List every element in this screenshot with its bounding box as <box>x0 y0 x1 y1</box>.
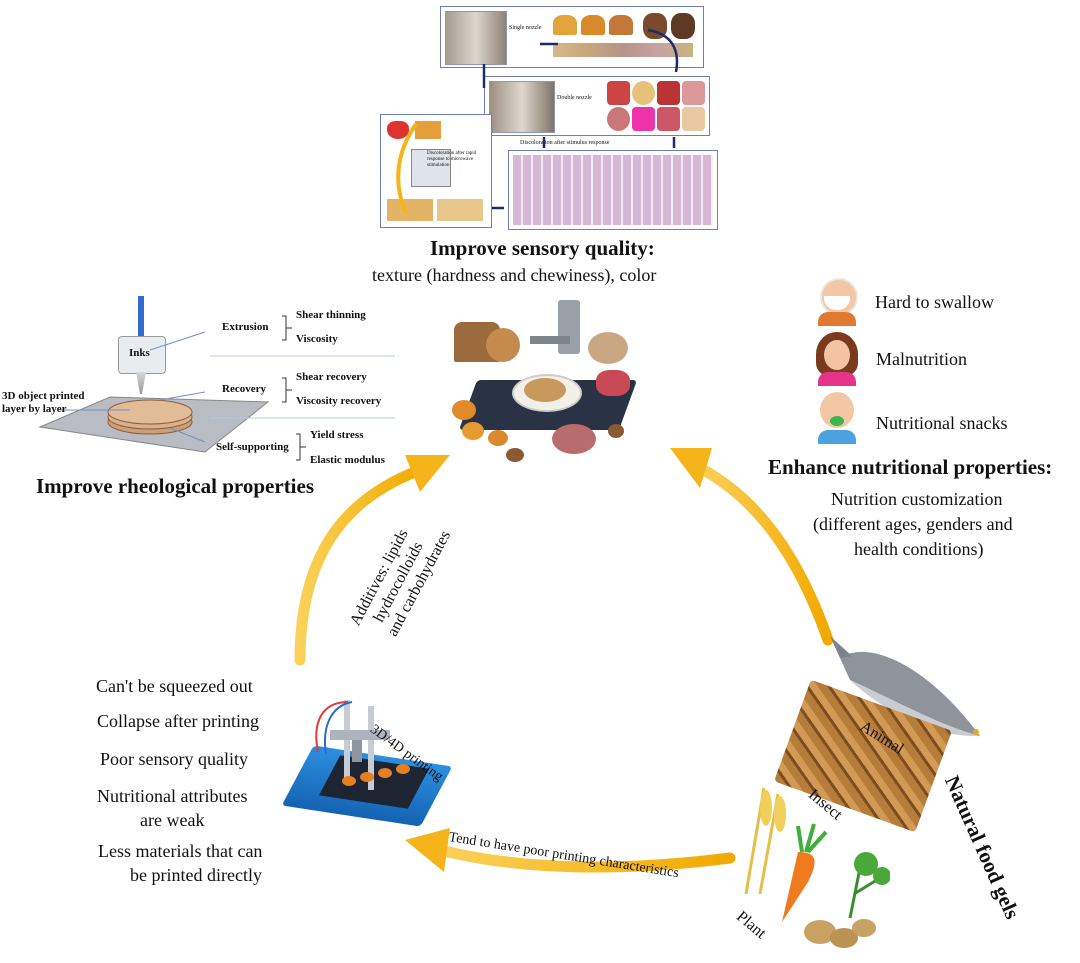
arrow-left <box>294 455 450 666</box>
printer-arm <box>530 336 570 344</box>
butterfly-1 <box>553 15 577 35</box>
print-grid <box>607 81 705 131</box>
heart-sample <box>387 121 409 139</box>
donut-2 <box>608 424 624 438</box>
donut-1 <box>506 448 524 462</box>
problem-materials-2: be printed directly <box>130 865 262 885</box>
label-shear-recovery: Shear recovery <box>296 371 367 383</box>
baby-icon <box>812 392 862 444</box>
sample-pair-2 <box>437 199 483 221</box>
nutrition-desc-line1: Nutrition customization <box>831 489 1003 509</box>
cookie-3 <box>488 430 508 446</box>
label-shear-thinning: Shear thinning <box>296 309 366 321</box>
ink-label: Inks <box>129 347 150 359</box>
syringe-nozzle <box>136 372 146 394</box>
arrow-right <box>670 448 834 646</box>
ham-slice <box>552 424 596 454</box>
butterfly-2 <box>581 15 605 35</box>
printer-rod-2 <box>368 706 374 790</box>
cookie-2 <box>462 422 484 440</box>
nutrition-item-hard-to-swallow: Hard to swallow <box>875 292 994 312</box>
printer-column <box>558 300 580 354</box>
microwave-icon <box>411 149 451 187</box>
problem-nutrition-1: Nutritional attributes <box>97 786 248 806</box>
food-printer-illustration <box>448 298 648 468</box>
crown-sample <box>415 121 441 139</box>
rheology-heading: Improve rheological properties <box>36 474 315 498</box>
panel-double-nozzle: Double nozzle <box>484 76 710 136</box>
nutrition-heading: Enhance nutritional properties: <box>768 455 1053 479</box>
printer-rod-1 <box>344 700 350 784</box>
printed-part-2 <box>360 772 374 782</box>
potato-plant-illustration <box>800 848 891 948</box>
nutrition-item-malnutrition: Malnutrition <box>876 349 967 369</box>
meat-piece <box>596 370 630 396</box>
nutrition-desc-line3: health conditions) <box>854 539 984 559</box>
sample-pair-1 <box>387 199 433 221</box>
panel-single-nozzle: Single nozzle <box>440 6 704 68</box>
navy-arrows <box>396 28 679 215</box>
problem-materials-1: Less materials that can <box>98 841 263 861</box>
label-stimulus: Discoloration after stimulus response <box>520 140 610 146</box>
label-double-nozzle: Double nozzle <box>557 95 592 101</box>
woman-icon <box>812 332 862 386</box>
label-viscosity-recovery: Viscosity recovery <box>296 395 382 407</box>
problem-sensory: Poor sensory quality <box>100 749 248 769</box>
bread-round <box>588 332 628 364</box>
syringe-plunger <box>138 296 144 338</box>
sensory-figure: Single nozzle Double nozzle Discoloratio… <box>380 0 720 232</box>
fish-illustration <box>830 628 990 748</box>
label-elastic-modulus: Elastic modulus <box>310 454 385 466</box>
printed-cookie <box>524 378 566 402</box>
carrot-illustration <box>768 822 838 922</box>
printer-cables <box>315 701 353 755</box>
printed-part-1 <box>342 776 356 786</box>
elderly-icon <box>812 278 862 328</box>
cookie-1 <box>452 400 476 420</box>
problem-nutrition-2: are weak <box>140 810 205 830</box>
rheology-figure: Inks Extrusion Shear thinning Viscosity … <box>0 292 400 482</box>
printed-part-3 <box>378 768 392 778</box>
label-microwave: Discoloration after rapid response to mi… <box>427 151 477 168</box>
problem-collapse: Collapse after printing <box>97 711 259 731</box>
printer-gantry <box>330 730 390 740</box>
nutrition-desc-line2: (different ages, genders and <box>813 514 1013 534</box>
sensory-subtitle: texture (hardness and chewiness), color <box>372 265 657 285</box>
label-single-nozzle: Single nozzle <box>509 25 542 31</box>
printer-head <box>352 740 362 762</box>
label-3d-object: 3D object printed layer by layer <box>2 390 85 415</box>
printed-part-4 <box>396 764 410 774</box>
printer-3d4d-illustration <box>281 692 482 832</box>
problem-squeezed: Can't be squeezed out <box>96 676 253 696</box>
sensory-heading: Improve sensory quality: <box>430 236 655 260</box>
panel-stimulus <box>508 150 718 230</box>
butterfly-3 <box>609 15 633 35</box>
wheat-illustration <box>726 778 796 895</box>
color-chart <box>513 155 713 225</box>
color-swatches <box>553 43 693 57</box>
label-yield-stress: Yield stress <box>310 429 364 441</box>
cake-2 <box>671 13 695 39</box>
label-self-supporting: Self-supporting <box>216 441 289 453</box>
nutrition-item-nutritional-snacks: Nutritional snacks <box>876 413 1008 433</box>
bread-slice <box>486 328 520 362</box>
label-recovery: Recovery <box>222 383 266 395</box>
label-viscosity: Viscosity <box>296 333 338 345</box>
arrow-bottom <box>405 828 736 873</box>
printing-plate <box>38 315 395 461</box>
label-extrusion: Extrusion <box>222 321 269 333</box>
